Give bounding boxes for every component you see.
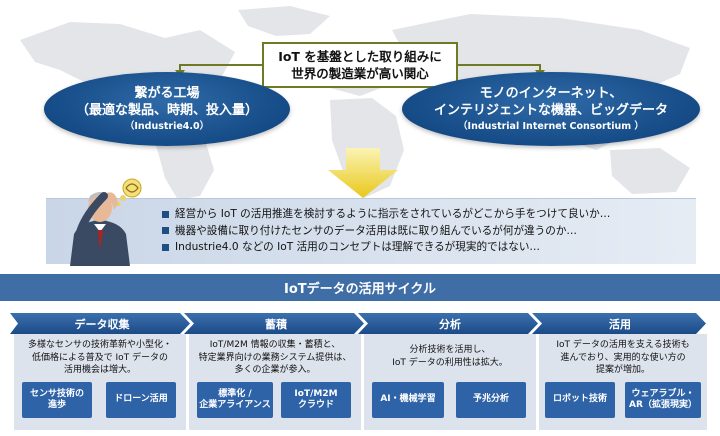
button-line: 標準化 / <box>218 388 252 399</box>
cycle-title: IoTデータの活用サイクル <box>284 282 436 297</box>
description-line: IoT データの利用性は拡大。 <box>392 357 508 368</box>
stage-chevron <box>10 313 190 334</box>
stage-chevron-row: データ収集 蓄積 分析 活用 <box>10 313 706 334</box>
ai-ml-button[interactable]: AI・機械学習 <box>372 382 444 418</box>
description-line: 進んでおり、実用的な使い方の <box>560 352 686 363</box>
button-line: 予兆分析 <box>472 394 509 405</box>
stage-description: 分析技術を活用し、 IoT データの利用性は拡大。 <box>368 344 532 369</box>
bullet-square-icon <box>162 243 169 251</box>
iot-title: モノのインターネット、 <box>479 86 623 101</box>
stage-label: 分析 <box>439 317 461 331</box>
worried-man-icon <box>70 178 142 266</box>
button-line: ロボット技術 <box>552 394 607 405</box>
connected-factory-ellipse: 繋がる工場 （最適な製品、時期、投入量） （Industrie4.0） <box>44 72 290 146</box>
connected-factory-subtitle: （最適な製品、時期、投入量） <box>75 103 258 118</box>
stage-chevron <box>184 313 364 334</box>
top-statement-line2: 世界の製造業が高い関心 <box>291 66 429 81</box>
top-statement-line1: IoT を基盤とした取り組みに <box>278 49 442 64</box>
concerns-panel <box>46 198 696 264</box>
sensor-tech-button[interactable]: センサ技術の進歩 <box>22 382 92 418</box>
description-line: 特定業界向けの業務システム提供は、 <box>198 352 352 363</box>
button-line: ドローン活用 <box>114 394 168 405</box>
stage-description: 多様なセンサの技術革新や小型化・ 低価格による普及で IoT データの 活用機会… <box>18 339 182 377</box>
concern-text: 機器や設備に取り付けたセンサのデータ活用は既に取り組んでいるが何が違うのか… <box>175 224 578 237</box>
stage-chevron <box>532 313 706 334</box>
button-line: 企業アライアンス <box>199 400 271 410</box>
stage-description: IoT/M2M 情報の収集・蓄積と、 特定業界向けの業務システム提供は、 多くの… <box>193 339 357 377</box>
button-line: クラウド <box>297 400 334 410</box>
stage-card-storage: IoT/M2M 情報の収集・蓄積と、 特定業界向けの業務システム提供は、 多くの… <box>189 334 361 430</box>
description-line: IoT データの活用を支える技術も <box>556 340 690 350</box>
description-line: 活用機会は増大。 <box>63 365 136 375</box>
description-line: 多くの企業が参入。 <box>234 365 316 375</box>
iot-source: （Industrial Internet Consortium ） <box>458 121 644 132</box>
button-line: AI・機械学習 <box>380 394 436 405</box>
button-line: IoT/M2M <box>294 388 338 399</box>
predictive-analysis-button[interactable]: 予兆分析 <box>456 382 526 418</box>
button-line: センサ技術の <box>29 388 84 399</box>
top-statement-box: IoT を基盤とした取り組みに 世界の製造業が高い関心 <box>262 42 458 88</box>
cycle-title-bar: IoTデータの活用サイクル <box>0 274 720 301</box>
bullet-square-icon <box>162 210 169 218</box>
description-line: 多様なセンサの技術革新や小型化・ <box>27 340 172 350</box>
iot-ellipse: モノのインターネット、 インテリジェントな機器、ビッグデータ （Industri… <box>402 72 700 146</box>
concern-text: 経営から IoT の活用推進を検討するように指示をされているがどこから手をつけて… <box>175 208 611 220</box>
iot-subtitle: インテリジェントな機器、ビッグデータ <box>433 103 668 118</box>
stage-label: データ収集 <box>75 317 131 331</box>
concerns-list: 経営から IoT の活用推進を検討するように指示をされているがどこから手をつけて… <box>162 206 702 256</box>
description-line: IoT/M2M 情報の収集・蓄積と、 <box>209 340 341 350</box>
description-line: 提案が増加。 <box>595 365 650 375</box>
connected-factory-title: 繋がる工場 <box>134 86 200 101</box>
stage-card-analysis: 分析技術を活用し、 IoT データの利用性は拡大。 AI・機械学習 予兆分析 <box>364 334 536 430</box>
wearable-ar-button[interactable]: ウェアラブル・AR（拡張現実） <box>625 382 701 418</box>
down-arrow-icon <box>328 148 398 198</box>
standardization-button[interactable]: 標準化 /企業アライアンス <box>197 382 273 418</box>
list-item: Industrie4.0 などの IoT 活用のコンセプトは理解できるが現実的で… <box>162 239 702 256</box>
stage-chevron <box>358 313 538 334</box>
stage-card-utilization: IoT データの活用を支える技術も 進んでおり、実用的な使い方の 提案が増加。 … <box>539 334 707 430</box>
list-item: 経営から IoT の活用推進を検討するように指示をされているがどこから手をつけて… <box>162 206 702 223</box>
connected-factory-source: （Industrie4.0） <box>124 121 210 132</box>
robot-tech-button[interactable]: ロボット技術 <box>545 382 615 418</box>
button-line: ウェアラブル・ <box>631 388 695 399</box>
stage-label: 蓄積 <box>265 317 288 331</box>
description-line: 低価格による普及で IoT データの <box>31 352 169 363</box>
description-line: 分析技術を活用し、 <box>409 345 491 355</box>
bullet-square-icon <box>162 227 169 235</box>
stage-label: 活用 <box>609 317 631 331</box>
button-line: AR（拡張現実） <box>629 400 697 410</box>
button-line: 進歩 <box>47 400 66 410</box>
stage-description: IoT データの活用を支える技術も 進んでおり、実用的な使い方の 提案が増加。 <box>543 339 703 377</box>
drone-button[interactable]: ドローン活用 <box>106 382 176 418</box>
concern-text: Industrie4.0 などの IoT 活用のコンセプトは理解できるが現実的で… <box>175 241 541 253</box>
list-item: 機器や設備に取り付けたセンサのデータ活用は既に取り組んでいるが何が違うのか… <box>162 223 702 240</box>
stage-card-collection: 多様なセンサの技術革新や小型化・ 低価格による普及で IoT データの 活用機会… <box>14 334 186 430</box>
